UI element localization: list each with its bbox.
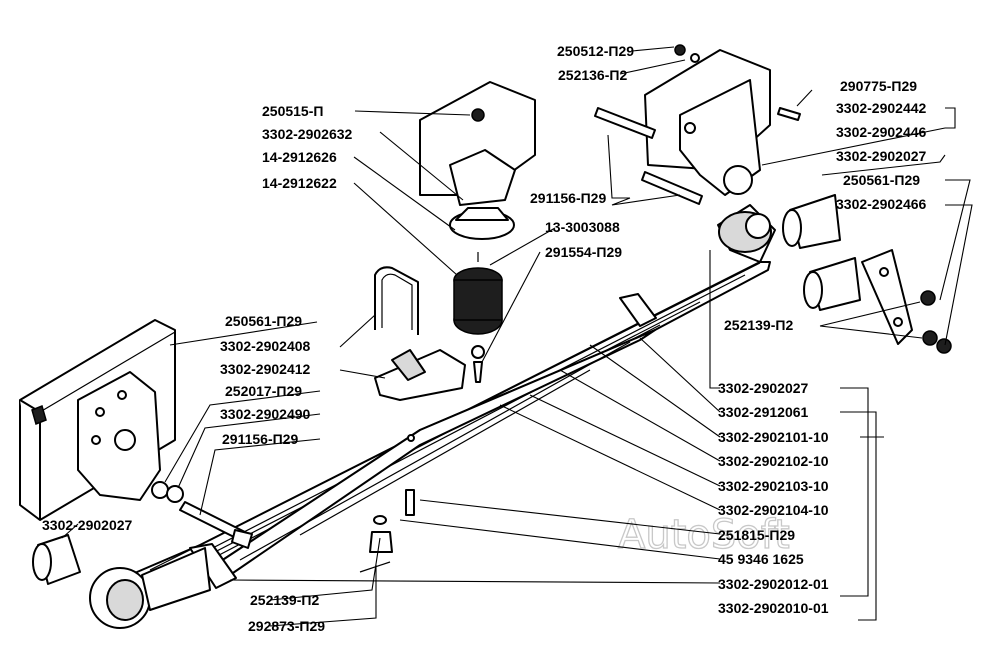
label-14-2912622: 14-2912622 bbox=[262, 175, 337, 191]
label-292873-p29: 292873-П29 bbox=[248, 618, 325, 634]
label-3302-2902104-10: 3302-2902104-10 bbox=[718, 502, 829, 518]
center-bolt bbox=[359, 489, 415, 573]
label-291156-p29-left: 291156-П29 bbox=[222, 431, 298, 447]
front-bolts bbox=[594, 107, 801, 205]
shackle-bolt-left bbox=[151, 481, 253, 549]
watermark: AutoSoft bbox=[618, 512, 790, 558]
spring-pad bbox=[374, 349, 466, 401]
label-3302-2902012-01: 3302-2902012-01 bbox=[718, 576, 829, 592]
label-250512-p29: 250512-П29 bbox=[557, 43, 634, 59]
shackle-plate bbox=[861, 249, 952, 354]
label-3302-2902101-10: 3302-2902101-10 bbox=[718, 429, 829, 445]
bushing-right bbox=[782, 194, 861, 311]
label-3302-2902408: 3302-2902408 bbox=[220, 338, 311, 354]
label-3302-2902466: 3302-2902466 bbox=[836, 196, 927, 212]
label-3302-2912061: 3302-2912061 bbox=[718, 404, 809, 420]
label-251815-p29: 251815-П29 bbox=[718, 527, 795, 543]
label-250515-p: 250515-П bbox=[262, 103, 323, 119]
front-bracket bbox=[644, 44, 771, 196]
label-3302-2902446: 3302-2902446 bbox=[836, 124, 927, 140]
bushing-left bbox=[32, 534, 81, 585]
leader-lines bbox=[61, 46, 973, 627]
label-3302-2902027-top: 3302-2902027 bbox=[836, 148, 927, 164]
label-3302-2902027-left: 3302-2902027 bbox=[42, 517, 133, 533]
u-bolt bbox=[374, 266, 419, 335]
label-3302-2902010-01: 3302-2902010-01 bbox=[718, 600, 829, 616]
label-3302-2902490: 3302-2902490 bbox=[220, 406, 311, 422]
label-291554-p29: 291554-П29 bbox=[545, 244, 622, 260]
label-250561-p29-right: 250561-П29 bbox=[843, 172, 920, 188]
label-3302-2902412: 3302-2902412 bbox=[220, 361, 311, 377]
bump-stop-bracket bbox=[419, 81, 536, 206]
label-252139-p2-bottom: 252139-П2 bbox=[250, 592, 319, 608]
label-45-9346-1625: 45 9346 1625 bbox=[718, 551, 804, 567]
label-14-2912626: 14-2912626 bbox=[262, 149, 337, 165]
label-291156-p29-top: 291156-П29 bbox=[530, 190, 606, 206]
bump-stop-cup bbox=[449, 207, 515, 240]
label-252139-p2-right: 252139-П2 bbox=[724, 317, 793, 333]
label-3302-2902632: 3302-2902632 bbox=[262, 126, 353, 142]
label-290775-p29: 290775-П29 bbox=[840, 78, 917, 94]
label-3302-2902102-10: 3302-2902102-10 bbox=[718, 453, 829, 469]
rear-bracket bbox=[19, 319, 176, 521]
label-13-3003088: 13-3003088 bbox=[545, 219, 620, 235]
front-eye-bushing bbox=[717, 204, 776, 263]
label-252017-p29: 252017-П29 bbox=[225, 383, 302, 399]
rear-eye-bushing bbox=[89, 547, 211, 629]
label-3302-2902442: 3302-2902442 bbox=[836, 100, 927, 116]
label-250561-p29-left: 250561-П29 bbox=[225, 313, 302, 329]
label-252136-p2: 252136-П2 bbox=[558, 67, 627, 83]
label-r-3302-2902027: 3302-2902027 bbox=[718, 380, 809, 396]
bump-stop-rubber bbox=[453, 252, 503, 383]
label-3302-2902103-10: 3302-2902103-10 bbox=[718, 478, 829, 494]
